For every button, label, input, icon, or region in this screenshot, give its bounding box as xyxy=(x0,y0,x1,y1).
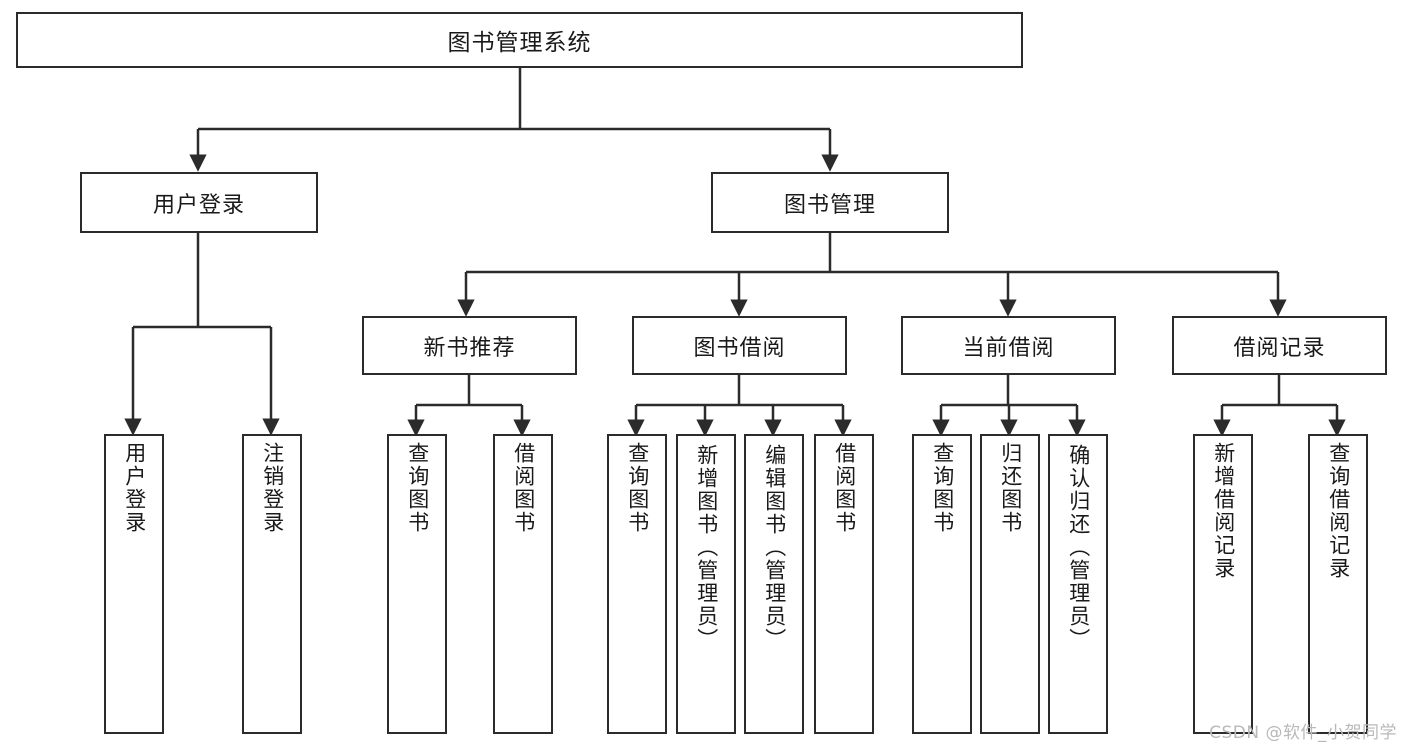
leaf-label: 用户登录 xyxy=(122,442,147,534)
leaf-label: 注销登录 xyxy=(260,442,285,534)
leaf-label: 新增图书（管理员） xyxy=(694,444,719,651)
node-new-book-recommend[interactable]: 新书推荐 xyxy=(362,316,577,375)
node-label: 当前借阅 xyxy=(962,335,1055,361)
leaf-current-borrow-query-book[interactable]: 查询图书 xyxy=(912,434,972,734)
node-borrow-records[interactable]: 借阅记录 xyxy=(1172,316,1387,375)
leaf-label: 查询图书 xyxy=(625,442,650,534)
leaf-label: 查询借阅记录 xyxy=(1326,442,1351,580)
leaf-label: 查询图书 xyxy=(405,442,430,534)
leaf-current-borrow-confirm-return-admin[interactable]: 确认归还（管理员） xyxy=(1048,434,1108,734)
leaf-label: 借阅图书 xyxy=(511,442,536,534)
node-label: 借阅记录 xyxy=(1233,335,1326,361)
node-label: 新书推荐 xyxy=(423,335,516,361)
leaf-label: 归还图书 xyxy=(998,442,1023,534)
leaf-borrow-records-query-record[interactable]: 查询借阅记录 xyxy=(1308,434,1368,734)
node-book-borrow[interactable]: 图书借阅 xyxy=(632,316,847,375)
leaf-borrow-records-add-record[interactable]: 新增借阅记录 xyxy=(1193,434,1253,734)
node-book-management[interactable]: 图书管理 xyxy=(711,172,949,233)
leaf-label: 查询图书 xyxy=(930,442,955,534)
leaf-book-borrow-query-book[interactable]: 查询图书 xyxy=(607,434,667,734)
node-label: 图书管理系统 xyxy=(447,30,592,56)
watermark-csdn: CSDN @软件_小贺同学 xyxy=(1209,723,1397,743)
leaf-book-borrow-edit-book-admin[interactable]: 编辑图书（管理员） xyxy=(744,434,804,734)
leaf-label: 借阅图书 xyxy=(832,442,857,534)
leaf-user-login-logout[interactable]: 注销登录 xyxy=(242,434,302,734)
leaf-label: 确认归还（管理员） xyxy=(1066,444,1091,651)
leaf-current-borrow-return-book[interactable]: 归还图书 xyxy=(980,434,1040,734)
node-label: 图书借阅 xyxy=(693,335,786,361)
leaf-new-book-borrow-book[interactable]: 借阅图书 xyxy=(493,434,553,734)
leaf-label: 新增借阅记录 xyxy=(1211,442,1236,580)
node-root-book-management-system[interactable]: 图书管理系统 xyxy=(16,12,1023,68)
leaf-user-login-login[interactable]: 用户登录 xyxy=(104,434,164,734)
node-label: 图书管理 xyxy=(783,192,876,218)
leaf-book-borrow-add-book-admin[interactable]: 新增图书（管理员） xyxy=(676,434,736,734)
node-user-login[interactable]: 用户登录 xyxy=(80,172,318,233)
leaf-book-borrow-borrow-book[interactable]: 借阅图书 xyxy=(814,434,874,734)
node-label: 用户登录 xyxy=(152,192,245,218)
leaf-new-book-query-book[interactable]: 查询图书 xyxy=(387,434,447,734)
node-current-borrow[interactable]: 当前借阅 xyxy=(901,316,1116,375)
leaf-label: 编辑图书（管理员） xyxy=(762,444,787,651)
